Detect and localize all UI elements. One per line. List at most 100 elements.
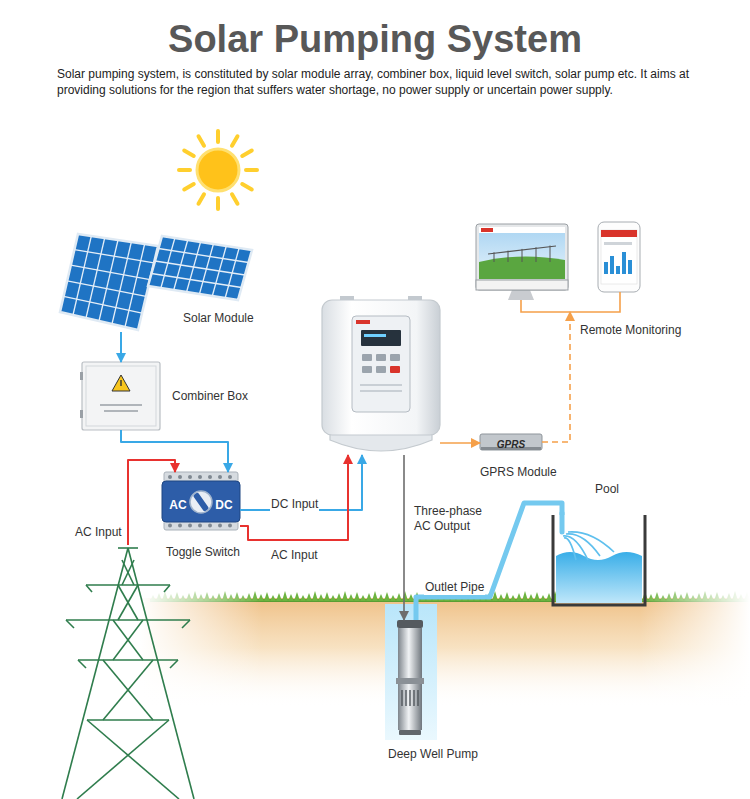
tower-strut xyxy=(182,620,190,628)
text-slot: AC Input xyxy=(270,545,319,563)
edge-label: Outlet Pipe xyxy=(424,580,485,595)
controller-drawing xyxy=(322,296,440,451)
edge-label: AC Input xyxy=(270,548,319,563)
pump-cap xyxy=(397,620,423,628)
text-slot: GPRS Module xyxy=(480,462,557,480)
terminal-screw xyxy=(188,524,192,528)
water-spray xyxy=(568,532,614,552)
remote-monitoring: Remote Monitoring xyxy=(475,222,643,312)
tower-strut xyxy=(77,720,169,799)
front-panel xyxy=(352,316,410,412)
sun-ray xyxy=(199,194,205,204)
pump-body xyxy=(398,628,422,678)
tower-strut xyxy=(86,585,92,592)
connector-line xyxy=(440,442,480,444)
well-shaft xyxy=(385,604,437,740)
panel-face xyxy=(60,234,158,330)
phone-screen xyxy=(601,230,637,284)
pump-slot xyxy=(409,690,410,706)
panel-grid-line xyxy=(159,249,249,263)
pump-foot xyxy=(399,730,421,735)
tower-strut xyxy=(164,585,170,592)
connector-line xyxy=(128,460,175,545)
pump-slot xyxy=(417,690,418,706)
node-label: Remote Monitoring xyxy=(580,323,681,338)
terminal-screw xyxy=(198,524,202,528)
terminal-screw xyxy=(168,475,172,479)
tower-strut xyxy=(170,660,178,668)
terminal-screw xyxy=(208,524,212,528)
screen-irrigator-leg xyxy=(494,252,495,262)
node-label: Deep Well Pump xyxy=(388,747,478,762)
toggle-switch: ACDCToggle Switch xyxy=(162,472,240,530)
node-label: Toggle Switch xyxy=(166,545,240,560)
pump-controller xyxy=(322,300,440,455)
edge-label: DC Input xyxy=(270,497,319,512)
text-slot: AC Input xyxy=(74,522,123,540)
warning-mark xyxy=(120,380,121,386)
tower-strut xyxy=(122,560,134,585)
tower-strut xyxy=(78,660,86,668)
sun-ray xyxy=(184,184,194,190)
terminal-screw xyxy=(228,475,232,479)
monitor-screen xyxy=(479,227,565,279)
switch-knob xyxy=(190,491,212,513)
tower-strut xyxy=(122,560,134,585)
tower-strut xyxy=(103,660,153,720)
tower-strut xyxy=(103,660,153,720)
solar-panel xyxy=(148,236,252,300)
tower-strut xyxy=(78,659,178,661)
text-slot: Pool xyxy=(595,479,619,497)
solar-panel xyxy=(60,234,158,330)
tower-strut xyxy=(66,620,74,628)
deep-well-pump: Deep Well Pump xyxy=(394,620,426,735)
tower-strut xyxy=(86,584,170,586)
phone-text-line xyxy=(604,242,632,245)
panel-button xyxy=(362,366,372,373)
text-slot: Toggle Switch xyxy=(166,542,240,560)
text-slot: Outlet Pipe xyxy=(424,577,485,595)
sun-disc xyxy=(197,149,239,191)
text-slot: AC xyxy=(166,495,190,513)
screen-irrigator-leg xyxy=(522,249,523,262)
screen-irrigator-leg xyxy=(550,246,551,262)
screen-irrigator-leg xyxy=(536,247,537,262)
module-marking: GPRS xyxy=(497,437,525,453)
node-label: Pool xyxy=(595,482,619,497)
sun-icon xyxy=(179,131,257,209)
switch-handle xyxy=(193,492,209,512)
edge-label: Three-phase AC Output xyxy=(413,504,487,534)
phone-chart-bar xyxy=(616,266,620,274)
terminal-screw xyxy=(178,475,182,479)
screen-logo xyxy=(481,228,493,232)
pool-tank: Pool xyxy=(553,515,647,605)
box-door xyxy=(86,366,156,426)
pump-slot xyxy=(405,690,406,706)
stop-button xyxy=(390,366,400,373)
panel-button xyxy=(376,354,386,361)
text-slot: Solar pumping system, is constituted by … xyxy=(57,66,697,98)
tower-strut xyxy=(87,719,169,721)
monitoring-devices xyxy=(476,222,640,312)
pool-water xyxy=(556,552,642,603)
combiner-box: Combiner Box xyxy=(82,362,160,430)
hinge xyxy=(80,410,83,418)
phone-header xyxy=(601,230,637,237)
display-screen xyxy=(361,330,401,346)
terminal-screw xyxy=(228,524,232,528)
terminal-screw xyxy=(218,524,222,528)
combiner-box-drawing xyxy=(80,362,160,430)
phone-chart-bar xyxy=(622,252,626,274)
monitor-chin xyxy=(476,280,568,290)
switch-body xyxy=(162,481,240,522)
text-slot: Combiner Box xyxy=(172,386,248,404)
panel-line xyxy=(360,390,402,392)
terminal-screw xyxy=(208,475,212,479)
tower-strut xyxy=(118,547,138,549)
sun-ray xyxy=(179,168,190,172)
diagram-caption: Solar pumping system, is constituted by … xyxy=(57,66,697,98)
sun-ray xyxy=(232,136,238,146)
connector-line xyxy=(403,455,405,620)
panel-grid-line xyxy=(67,281,146,297)
